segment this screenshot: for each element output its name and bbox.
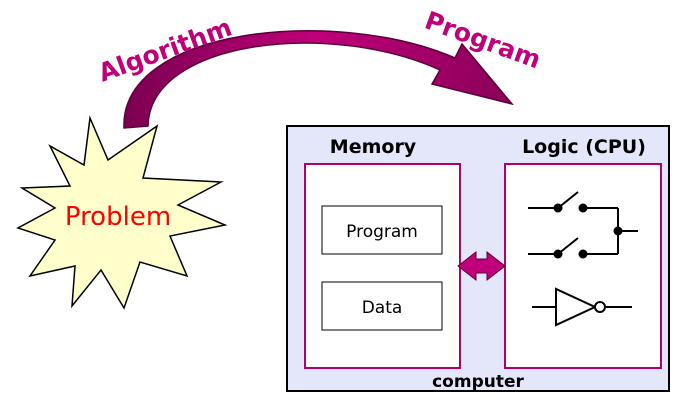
computer-label: computer [432, 372, 524, 392]
logic-label: Logic (CPU) [522, 136, 646, 158]
program-box [321, 205, 443, 255]
curved-arrow-shape [123, 30, 515, 129]
problem-star: Problem [16, 115, 228, 310]
data-box [321, 281, 443, 331]
data-box-label: Data [362, 298, 403, 318]
problem-starburst-shape [16, 115, 228, 310]
memory-label: Memory [330, 136, 417, 158]
program-box-label: Program [346, 222, 418, 242]
memory-panel [304, 163, 461, 369]
not-gate-icon [532, 287, 632, 327]
switch-circuit-icon [528, 191, 638, 259]
bus-double-arrow [457, 250, 506, 282]
algorithm-arrow [123, 30, 515, 129]
computer-box: computer Memory Program Data Logic (CPU) [286, 125, 670, 392]
problem-label: Problem [65, 202, 171, 232]
logic-panel [504, 163, 662, 369]
